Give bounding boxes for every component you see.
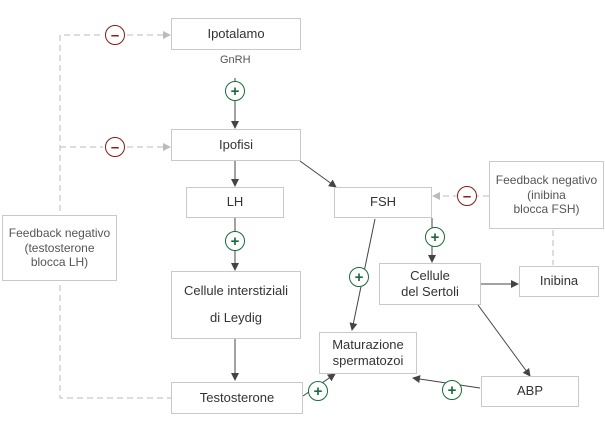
node-testosterone-label: Testosterone [199,389,275,405]
note-feedback-fsh-line3: blocca FSH) [513,202,580,217]
node-abp: ABP [481,376,579,407]
minus-sign-icon-ipotalamo: – [105,25,125,45]
node-lh-label: LH [226,194,244,210]
node-testosterone: Testosterone [171,382,303,414]
node-abp-label: ABP [516,383,543,399]
node-ipotalamo-label: Ipotalamo [207,25,265,41]
arrow-ipofisi-fsh [299,160,337,188]
note-feedback-lh-line3: blocca LH) [30,255,89,270]
note-feedback-fsh: Feedback negativo (inibina blocca FSH) [489,161,604,229]
node-leydig-line2: di Leydig [209,310,263,326]
node-fsh-label: FSH [370,194,396,210]
node-inibina-label: Inibina [539,273,579,289]
plus-sign-icon-gnrh: + [225,81,245,101]
note-feedback-lh: Feedback negativo (testosterone blocca L… [2,215,117,281]
node-sertoli-line1: Cellule [410,267,450,283]
node-sertoli-line2: del Sertoli [401,284,459,299]
plus-sign-icon-abp: + [442,380,462,400]
node-leydig-line1: Cellule interstiziali [183,283,289,299]
minus-sign-icon-fsh: – [457,186,477,206]
note-feedback-lh-line2: (testosterone [24,240,95,255]
node-sertoli: Cellule del Sertoli [379,263,481,305]
minus-sign-icon-ipofisi: – [105,137,125,157]
note-feedback-lh-line1: Feedback negativo [8,226,111,241]
node-inibina: Inibina [519,266,599,297]
node-ipofisi-label: Ipofisi [219,136,253,152]
arrow-sertoli-abp [477,304,531,377]
node-leydig: Cellule interstiziali di Leydig [171,271,301,339]
note-feedback-fsh-line1: Feedback negativo [495,173,598,188]
plus-sign-icon-fsh-sertoli: + [425,227,445,247]
plus-sign-icon-testosterone: + [308,381,328,401]
node-fsh: FSH [334,187,432,218]
node-ipofisi: Ipofisi [171,129,301,161]
node-maturazione: Maturazione spermatozoi [319,332,417,374]
note-feedback-fsh-line2: (inibina [527,187,566,202]
node-ipotalamo: Ipotalamo [171,18,301,50]
node-lh: LH [186,187,284,218]
plus-sign-icon-lh: + [225,231,245,251]
plus-sign-icon-fsh-maturazione: + [349,267,369,287]
node-maturazione-line2: spermatozoi [332,353,404,368]
node-maturazione-line1: Maturazione [332,336,404,352]
edge-label-gnrh: GnRH [220,54,251,66]
